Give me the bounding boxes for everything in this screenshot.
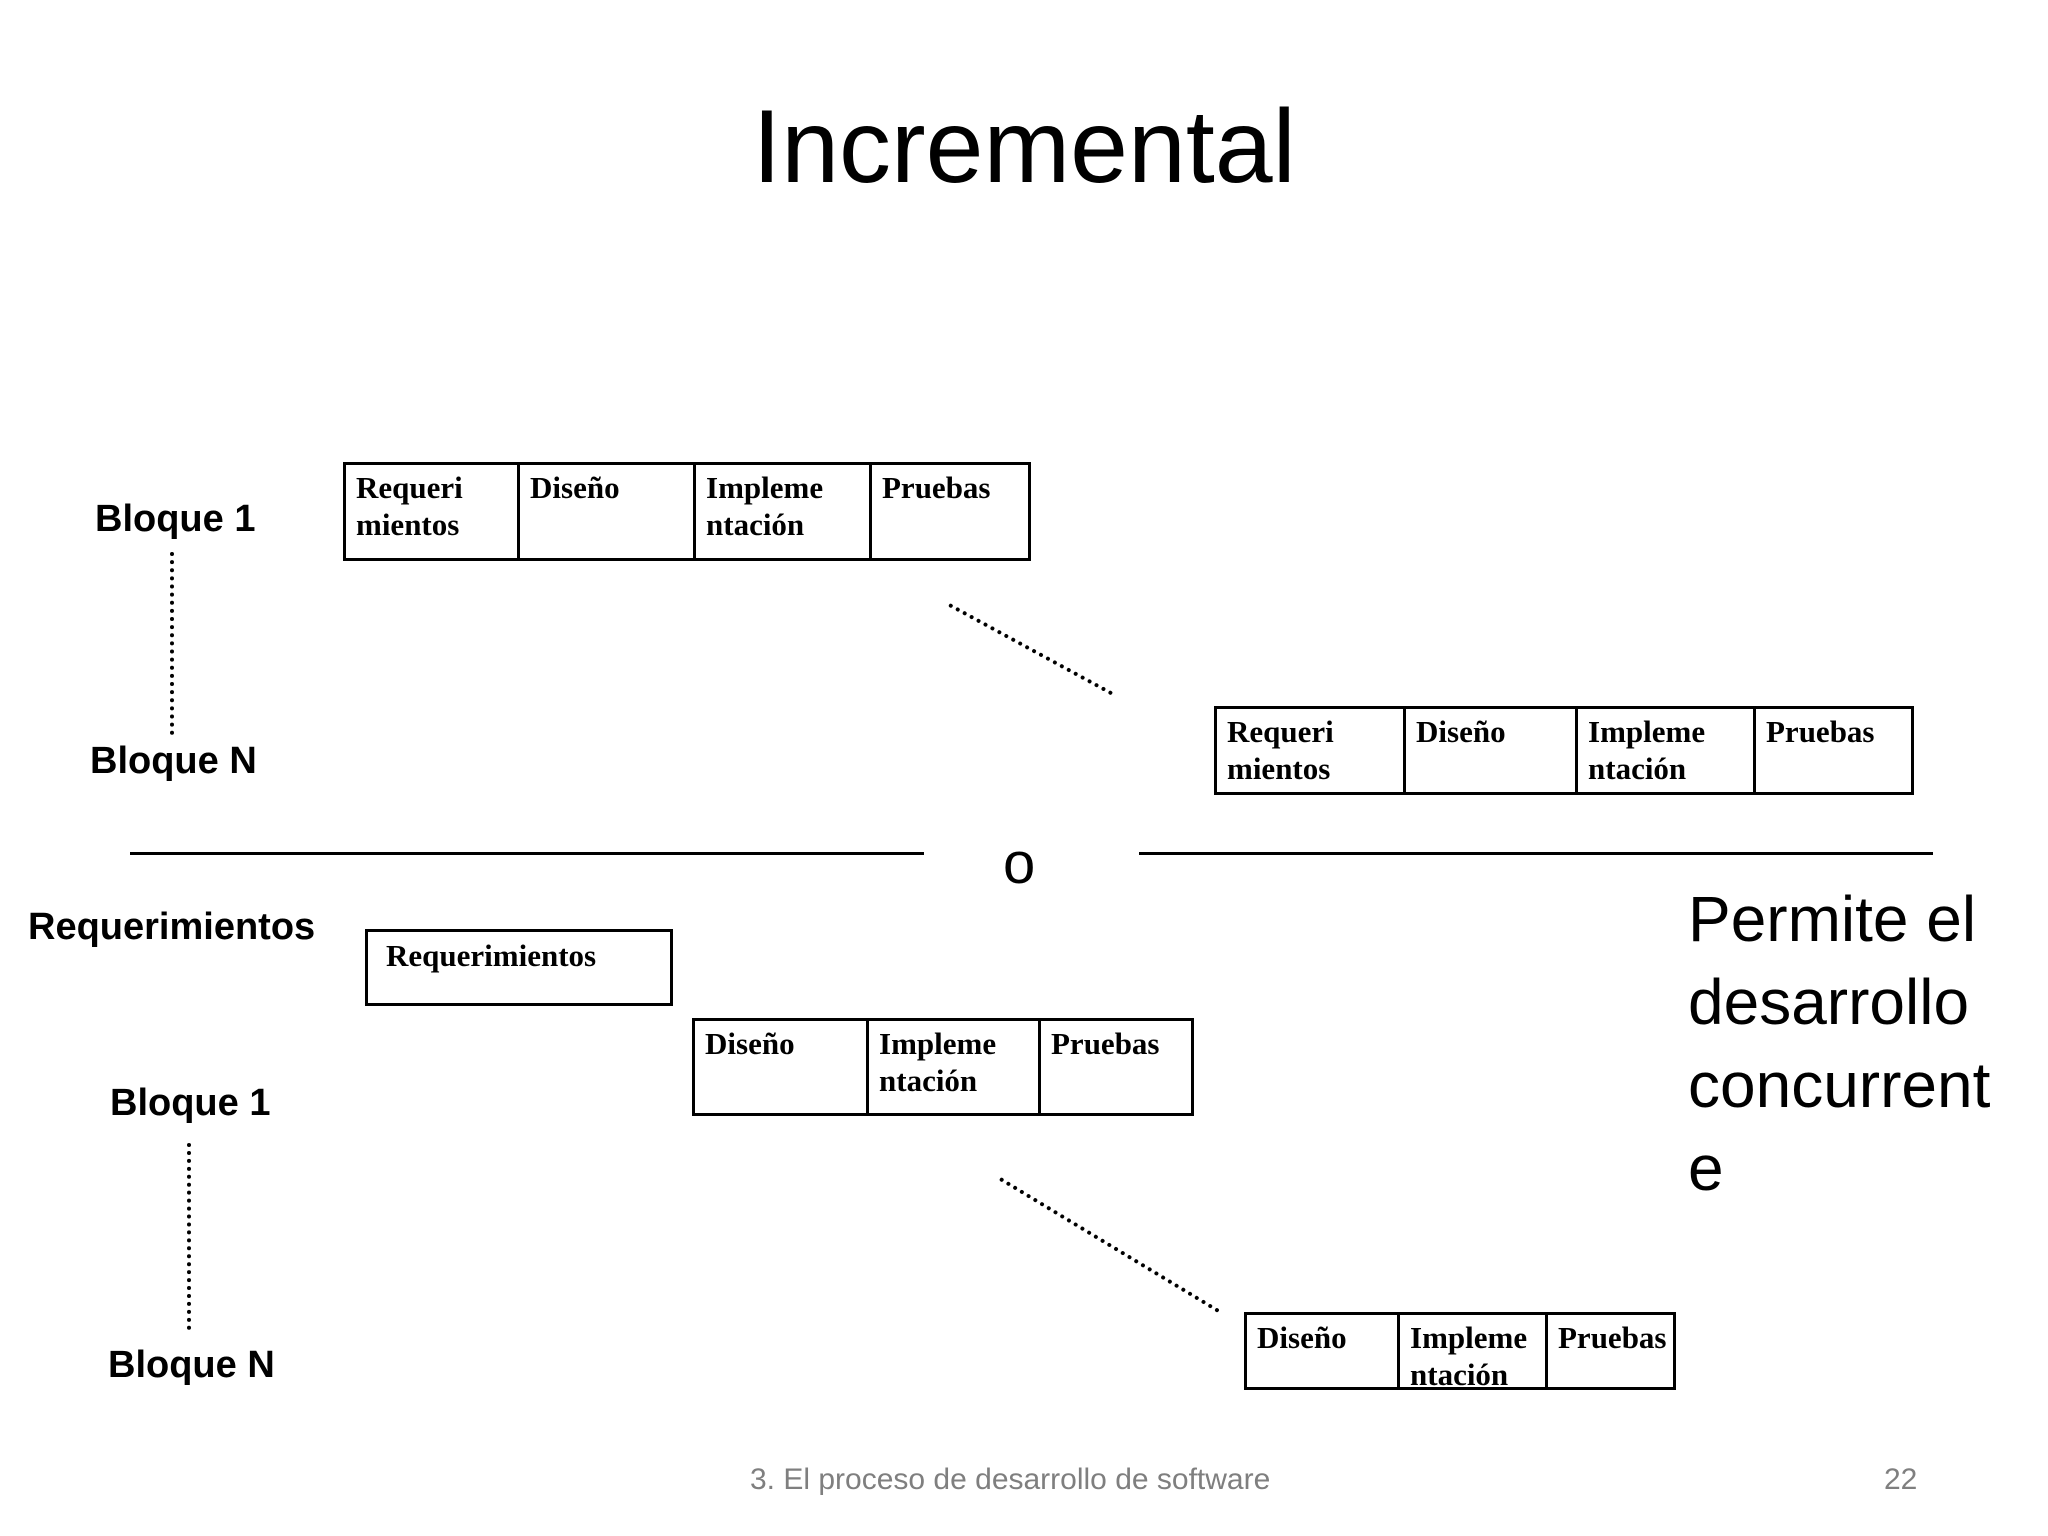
phase-table-bloque1-top: Requeri mientos Diseño Impleme ntación P…: [343, 462, 1031, 561]
divider-rule-right: [1139, 852, 1933, 855]
phase-cell-diseno: Diseño: [1403, 709, 1575, 792]
phase-table-bloqueN-top: Requeri mientos Diseño Impleme ntación P…: [1214, 706, 1914, 795]
dotted-connector-diagonal-bottom: [998, 1177, 1220, 1314]
phase-cell-implementacion: Impleme ntación: [1397, 1315, 1545, 1392]
phase-table-bloqueN-bottom: Diseño Impleme ntación Pruebas: [1244, 1312, 1676, 1392]
side-note-text: Permite el desarrollo concurrent e: [1688, 883, 1991, 1204]
phase-cell-diseno: Diseño: [517, 465, 693, 558]
phase-cell-pruebas: Pruebas: [1753, 709, 1911, 792]
label-bloque1-top: Bloque 1: [95, 498, 256, 540]
slide-title: Incremental: [752, 89, 1296, 205]
or-divider-text: o: [1003, 831, 1036, 896]
phase-cell-implementacion: Impleme ntación: [1575, 709, 1753, 792]
phase-table-bloque1-bottom: Diseño Impleme ntación Pruebas: [692, 1018, 1194, 1116]
phase-cell-pruebas: Pruebas: [1545, 1315, 1673, 1387]
footer-page-number: 22: [1884, 1463, 1918, 1496]
phase-cell-implementacion: Impleme ntación: [866, 1021, 1038, 1113]
phase-cell-diseno: Diseño: [705, 1026, 795, 1061]
dotted-connector-diagonal-top: [948, 603, 1114, 696]
label-bloque1-bottom: Bloque 1: [110, 1082, 271, 1124]
phase-cell-pruebas: Pruebas: [1038, 1021, 1191, 1113]
phase-cell-implementacion: Impleme ntación: [693, 465, 869, 558]
label-requerimientos: Requerimientos: [28, 906, 316, 948]
phase-cell-pruebas: Pruebas: [869, 465, 1028, 558]
divider-rule-left: [130, 852, 924, 855]
dotted-connector-vertical-bottom: [187, 1143, 191, 1330]
phase-cell-requerimientos: Requeri mientos: [356, 470, 463, 542]
label-bloqueN-bottom: Bloque N: [108, 1344, 275, 1386]
label-bloqueN-top: Bloque N: [90, 740, 257, 782]
requerimientos-box: Requerimientos: [365, 929, 673, 1006]
footer-caption: 3. El proceso de desarrollo de software: [750, 1463, 1271, 1496]
phase-cell-diseno: Diseño: [1257, 1320, 1347, 1355]
phase-cell-requerimientos: Requeri mientos: [1227, 714, 1334, 786]
dotted-connector-vertical-top: [170, 552, 174, 735]
